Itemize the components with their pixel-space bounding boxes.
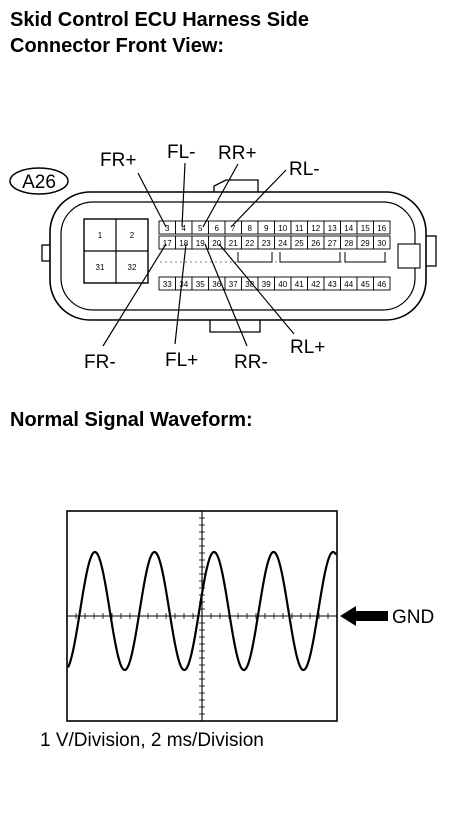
pin-8: 8 [248,224,253,233]
leader-fl-plus [174,243,187,345]
pin-4: 4 [182,224,187,233]
key-slots [160,252,390,263]
pin-29: 29 [361,239,370,248]
pin-23: 23 [262,239,271,248]
pin-44: 44 [344,280,353,289]
signal-labels: FR+ FL- RR+ RL- FR- FL+ RR- RL+ [84,142,325,373]
pin-13: 13 [328,224,337,233]
pin-2: 2 [130,231,135,240]
pin-5: 5 [198,224,203,233]
pin-27: 27 [328,239,337,248]
pin-16: 16 [377,224,386,233]
pin-1: 1 [98,231,103,240]
pin-28: 28 [344,239,353,248]
pin-19: 19 [196,239,205,248]
gnd-arrow-icon [340,606,388,626]
pin-37: 37 [229,280,238,289]
label-fl-minus: FL- [167,142,196,163]
connector-id-badge: A26 [9,167,69,195]
pin-22: 22 [245,239,254,248]
pin-39: 39 [262,280,271,289]
sine-waveform [67,550,337,672]
pin-31: 31 [96,263,105,272]
label-rr-plus: RR+ [218,143,257,164]
leader-rl-minus [230,169,287,228]
pin-34: 34 [179,280,188,289]
leader-fr-plus [137,172,167,228]
pin-cell-46 [373,276,391,291]
waveform-screen [66,510,338,722]
pin-24: 24 [278,239,287,248]
connector-id: A26 [22,172,56,193]
title-line-1: Skid Control ECU Harness Side [10,9,309,31]
pin-41: 41 [295,280,304,289]
label-fr-plus: FR+ [100,150,136,171]
pin-45: 45 [361,280,370,289]
gnd-indicator: GND [340,606,434,628]
leader-lines [102,162,295,347]
pin-3: 3 [165,224,170,233]
pin-32: 32 [128,263,137,272]
pin-12: 12 [311,224,320,233]
pin-25: 25 [295,239,304,248]
pin-11: 11 [295,224,304,233]
leader-rr-plus [202,163,239,228]
pin-17: 17 [163,239,172,248]
leader-fr-minus [102,243,167,347]
label-rl-minus: RL- [289,159,320,180]
pin-46: 46 [377,280,386,289]
pin-10: 10 [278,224,287,233]
label-fl-plus: FL+ [165,350,198,371]
pin-6: 6 [215,224,220,233]
pin-cell-30 [373,235,391,250]
title-line-2: Connector Front View: [10,35,225,57]
pin-20: 20 [212,239,221,248]
pin-30: 30 [377,239,386,248]
pin-40: 40 [278,280,287,289]
waveform-heading: Normal Signal Waveform: [10,409,253,431]
gnd-label: GND [392,607,434,628]
leader-rl-plus [218,243,295,335]
leader-rr-minus [204,243,248,347]
pin-18: 18 [179,239,188,248]
large-pin-block: 1 2 31 32 [83,218,149,284]
pin-14: 14 [344,224,353,233]
pin-43: 43 [328,280,337,289]
pin-15: 15 [361,224,370,233]
pin-7: 7 [231,224,236,233]
label-rr-minus: RR- [234,352,268,373]
pin-21: 21 [229,239,238,248]
pin-9: 9 [264,224,269,233]
pin-42: 42 [311,280,320,289]
pin-33: 33 [163,280,172,289]
pin-35: 35 [196,280,205,289]
label-rl-plus: RL+ [290,337,325,358]
pin-cell-16 [373,220,391,235]
pin-38: 38 [245,280,254,289]
pin-36: 36 [212,280,221,289]
leader-fl-minus [181,162,186,228]
pin-26: 26 [311,239,320,248]
label-fr-minus: FR- [84,352,116,373]
waveform-caption: 1 V/Division, 2 ms/Division [40,730,264,751]
